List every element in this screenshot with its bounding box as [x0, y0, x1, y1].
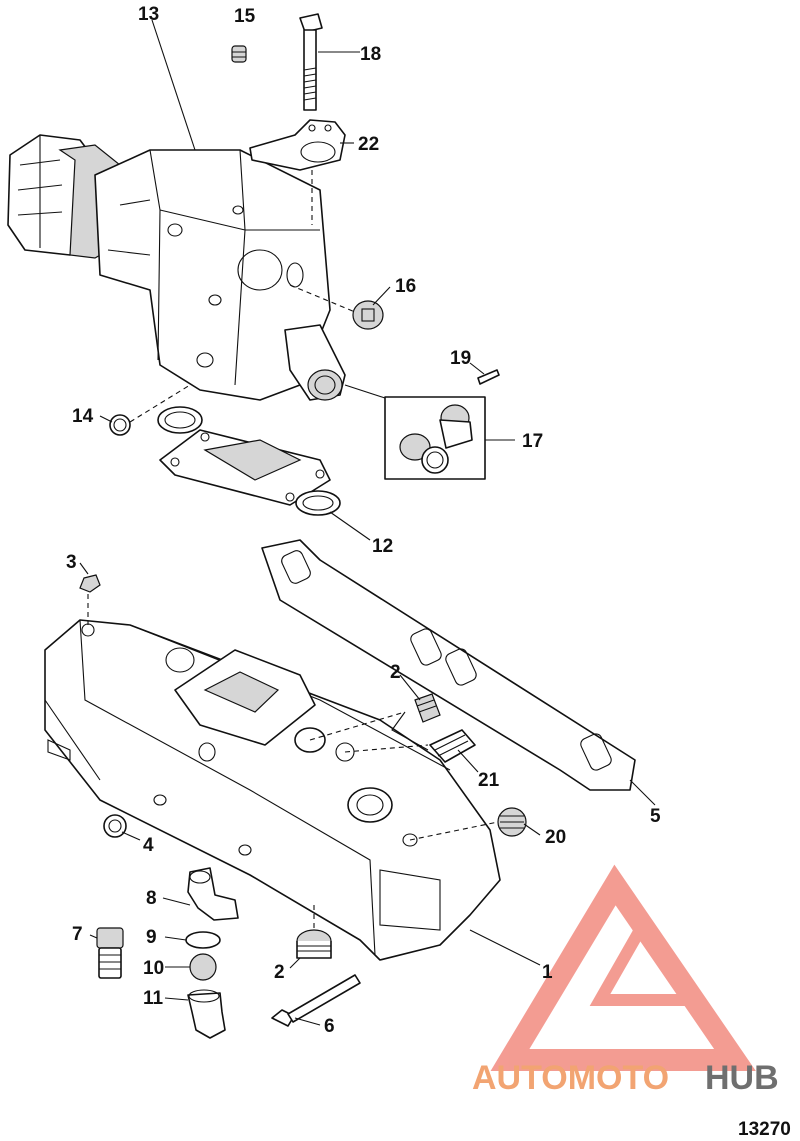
fitting-21 — [429, 729, 476, 763]
figure-reference-number: 13270 — [738, 1119, 791, 1140]
exhaust-manifold — [44, 619, 501, 961]
callout-11: 11 — [143, 988, 164, 1009]
threaded-plug-16 — [352, 300, 384, 330]
o-ring-9 — [185, 931, 221, 949]
manifold-gasket — [261, 539, 636, 791]
plug-2-lower — [296, 929, 332, 959]
callout-20: 20 — [545, 827, 566, 848]
callout-2-upper: 2 — [390, 662, 401, 683]
cap-14 — [109, 414, 131, 436]
callout-4: 4 — [143, 835, 154, 856]
callout-17: 17 — [522, 431, 543, 452]
callout-14: 14 — [72, 406, 94, 427]
check-ball-10 — [189, 953, 217, 981]
small-plug — [231, 45, 247, 63]
drain-valve-assembly — [185, 867, 239, 1039]
watermark-brand-part1: AUTOMOTO — [472, 1059, 669, 1097]
callout-13: 13 — [138, 4, 159, 25]
nut-3 — [79, 574, 101, 593]
hose-clip — [477, 369, 500, 385]
callout-19: 19 — [450, 348, 471, 369]
exhaust-elbow-housing — [7, 134, 346, 401]
elbow-fitting-11 — [187, 992, 226, 1039]
callout-2-lower: 2 — [274, 962, 285, 983]
fittings-inset — [384, 396, 486, 480]
watermark-logo — [490, 864, 756, 1071]
callout-6: 6 — [324, 1016, 335, 1037]
callout-22: 22 — [358, 134, 379, 155]
gasket-set — [157, 406, 341, 516]
plug-20 — [497, 807, 527, 837]
callout-10: 10 — [143, 958, 164, 979]
plug-2-upper — [414, 693, 441, 723]
callout-9: 9 — [146, 927, 157, 948]
hose-barb-fitting — [96, 927, 124, 979]
bolt-6 — [271, 974, 361, 1027]
callout-21: 21 — [478, 770, 500, 791]
bracket-plate — [249, 119, 346, 171]
callout-18: 18 — [360, 44, 381, 65]
watermark-brand-part2: HUB — [705, 1059, 779, 1097]
callout-1: 1 — [542, 962, 553, 983]
bolt-long — [299, 13, 323, 111]
callout-15: 15 — [234, 6, 256, 27]
assembly-lines — [87, 170, 499, 930]
cap-4 — [103, 814, 127, 838]
callout-12: 12 — [372, 536, 393, 557]
callout-7: 7 — [72, 924, 83, 945]
leader-lines — [79, 19, 656, 1026]
callout-5: 5 — [650, 806, 661, 827]
callout-16: 16 — [395, 276, 416, 297]
callout-8: 8 — [146, 888, 157, 909]
callout-3: 3 — [66, 552, 77, 573]
